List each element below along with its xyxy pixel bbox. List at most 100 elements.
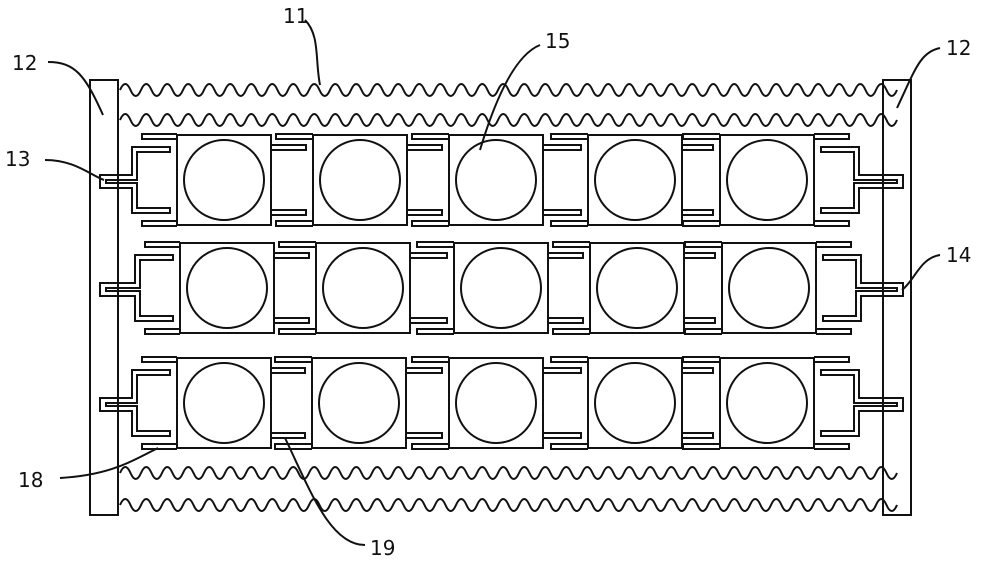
link-bracket-bottom [406,432,443,439]
link-bracket-top [407,144,443,151]
link-bracket-top [682,144,714,151]
unit-box [719,357,815,449]
leader-lines [44,19,941,546]
link-bracket-bottom [548,317,584,324]
label-12-left: 12 [12,51,37,75]
unit-box [312,134,408,226]
link-bracket-bottom [271,432,306,439]
label-18: 18 [18,468,43,492]
link-bracket-top [271,144,307,151]
link-bracket-top [406,367,443,374]
leader-13 [44,159,105,181]
unit-box [448,134,544,226]
leader-14 [901,254,941,291]
end-rail-top [141,133,177,140]
link-bracket-top [682,367,714,374]
end-rail-top-right [814,133,850,140]
link-bracket-top [543,144,582,151]
link-rail-top [682,133,720,140]
leader-18 [59,447,159,479]
link-rail-top [552,241,590,248]
link-bracket-bottom [682,209,714,216]
unit-circle [318,362,400,444]
link-rail-top [275,133,313,140]
link-rail-bottom [550,220,588,227]
side-plate-left [89,79,119,516]
end-rail-top [141,356,177,363]
link-rail-top [550,133,588,140]
link-rail-bottom [684,328,722,335]
end-connector-left [99,146,171,214]
unit-circle [726,362,808,444]
unit-circle [319,139,401,221]
link-bracket-bottom [543,209,582,216]
unit-box [587,357,683,449]
end-rail-top [144,241,180,248]
label-11: 11 [283,4,308,28]
unit-box [453,242,549,334]
end-rail-top-right [814,356,850,363]
corrugated-strip-3 [119,466,898,480]
label-14: 14 [946,243,971,267]
link-rail-bottom [411,220,449,227]
link-rail-bottom [278,328,316,335]
link-rail-top [274,356,312,363]
label-19: 19 [370,536,395,560]
unit-box [587,134,683,226]
link-rail-bottom [682,443,720,450]
unit-box [589,242,685,334]
unit-circle [183,139,265,221]
end-connector-right [820,369,904,437]
end-connector-right [822,254,904,322]
end-rail-bottom [141,220,177,227]
link-rail-bottom [411,443,449,450]
unit-circle [186,247,268,329]
link-rail-top [682,356,720,363]
unit-box [311,357,407,449]
corrugated-strips [119,83,898,512]
end-rail-top-right [816,241,852,248]
unit-circle [594,362,676,444]
end-rail-bottom-right [814,443,850,450]
link-bracket-bottom [410,317,448,324]
unit-rows [99,133,904,450]
link-bracket-bottom [682,432,714,439]
link-rail-top [684,241,722,248]
unit-circle [594,139,676,221]
link-rail-top [411,356,449,363]
unit-circle [596,247,678,329]
leader-15 [479,44,541,151]
leader-12-left [47,61,104,116]
link-rail-bottom [682,220,720,227]
unit-circle [183,362,265,444]
unit-circle [455,139,537,221]
unit-circle [455,362,537,444]
leader-19 [284,437,366,546]
label-12-right: 12 [946,36,971,60]
link-rail-bottom [274,443,312,450]
unit-circle [322,247,404,329]
link-bracket-bottom [274,317,310,324]
end-connector-right [820,146,904,214]
unit-box [176,134,272,226]
link-rail-bottom [275,220,313,227]
unit-row-3 [99,356,904,450]
label-15: 15 [545,29,570,53]
link-bracket-bottom [271,209,307,216]
link-bracket-top [271,367,306,374]
end-connector-left [99,369,171,437]
link-rail-top [411,133,449,140]
link-bracket-top [410,252,448,259]
leader-12-right [896,47,941,109]
frame [89,79,912,516]
unit-box [315,242,411,334]
leader-11 [304,19,321,86]
corrugated-strip-2 [119,113,898,127]
unit-box [179,242,275,334]
link-bracket-top [543,367,582,374]
link-rail-top [278,241,316,248]
link-bracket-bottom [407,209,443,216]
unit-circle [728,247,810,329]
